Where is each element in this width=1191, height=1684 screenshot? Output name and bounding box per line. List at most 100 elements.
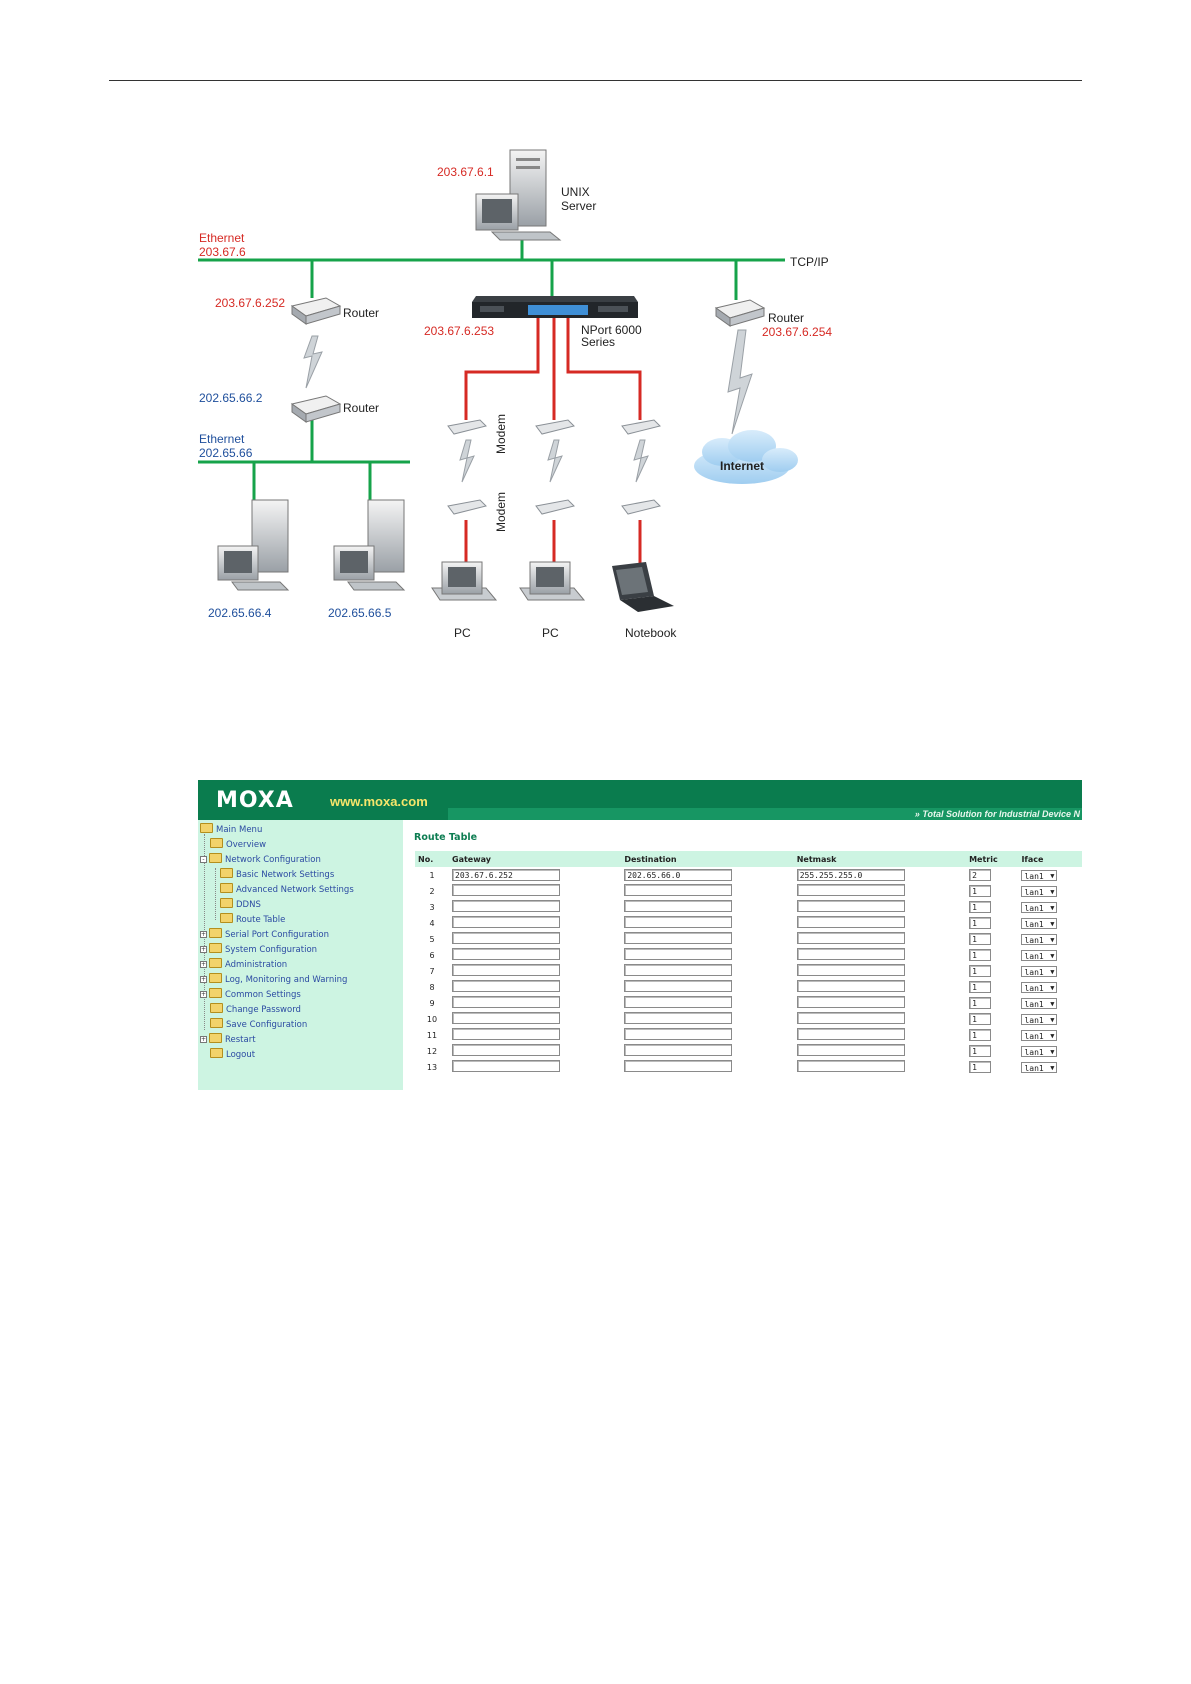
destination-input[interactable] [624, 948, 733, 960]
metric-input[interactable]: 1 [969, 981, 992, 993]
expand-icon[interactable]: + [200, 931, 207, 938]
metric-input[interactable]: 1 [969, 917, 992, 929]
nav-network-configuration[interactable]: - Network Configuration [200, 853, 321, 865]
nav-system-configuration[interactable]: +System Configuration [200, 943, 317, 955]
metric-input[interactable]: 1 [969, 1013, 992, 1025]
iface-select[interactable]: lan1▼ [1021, 1045, 1058, 1057]
expand-icon[interactable]: + [200, 976, 207, 983]
gateway-input[interactable] [452, 932, 560, 944]
destination-input[interactable] [624, 996, 733, 1008]
destination-input[interactable] [624, 980, 733, 992]
destination-input[interactable] [624, 900, 733, 912]
iface-select[interactable]: lan1▼ [1021, 949, 1058, 961]
expand-icon[interactable]: + [200, 961, 207, 968]
gateway-input[interactable] [452, 1028, 560, 1040]
nav-save-configuration[interactable]: Save Configuration [210, 1018, 307, 1030]
iface-select[interactable]: lan1▼ [1021, 981, 1058, 993]
nav-administration[interactable]: +Administration [200, 958, 287, 970]
destination-input[interactable] [624, 884, 733, 896]
destination-input[interactable] [624, 1044, 733, 1056]
destination-input[interactable] [624, 964, 733, 976]
netmask-cell [794, 1011, 966, 1027]
metric-input[interactable]: 1 [969, 1045, 992, 1057]
nav-advanced-network-settings[interactable]: Advanced Network Settings [220, 883, 354, 895]
netmask-input[interactable] [796, 948, 905, 960]
iface-select[interactable]: lan1▼ [1021, 933, 1058, 945]
netmask-input[interactable] [796, 900, 905, 912]
destination-input[interactable] [624, 1060, 733, 1072]
netmask-input[interactable] [796, 1012, 905, 1024]
tagline-text: Total Solution for Industrial Device N [922, 809, 1080, 819]
gateway-input[interactable] [452, 1044, 560, 1056]
gateway-input[interactable] [452, 948, 560, 960]
gateway-input[interactable] [452, 996, 560, 1008]
iface-select[interactable]: lan1▼ [1021, 965, 1058, 977]
netmask-input[interactable] [796, 980, 905, 992]
destination-cell [621, 931, 793, 947]
destination-input[interactable] [624, 1012, 733, 1024]
metric-input[interactable]: 1 [969, 933, 992, 945]
iface-select[interactable]: lan1▼ [1021, 1029, 1058, 1041]
metric-input[interactable]: 2 [969, 869, 992, 881]
gateway-input[interactable] [452, 980, 560, 992]
netmask-input[interactable] [796, 1060, 905, 1072]
nav-ddns[interactable]: DDNS [220, 898, 261, 910]
iface-select[interactable]: lan1▼ [1021, 869, 1058, 881]
netmask-input[interactable] [796, 964, 905, 976]
gateway-input[interactable] [452, 1060, 560, 1072]
netmask-input[interactable] [796, 996, 905, 1008]
netmask-input[interactable]: 255.255.255.0 [796, 869, 905, 881]
metric-input[interactable]: 1 [969, 949, 992, 961]
iface-select[interactable]: lan1▼ [1021, 901, 1058, 913]
expand-icon[interactable]: + [200, 1036, 207, 1043]
collapse-icon[interactable]: - [200, 856, 207, 863]
dropdown-arrow-icon: ▼ [1050, 1031, 1055, 1040]
iface-select[interactable]: lan1▼ [1021, 917, 1058, 929]
gateway-input[interactable]: 203.67.6.252 [452, 869, 560, 881]
iface-select[interactable]: lan1▼ [1021, 885, 1058, 897]
row-number: 4 [429, 918, 435, 928]
netmask-cell [794, 1027, 966, 1043]
gateway-input[interactable] [452, 916, 560, 928]
nav-restart[interactable]: +Restart [200, 1033, 256, 1045]
destination-cell [621, 963, 793, 979]
nav-main-menu[interactable]: Main Menu [200, 823, 262, 835]
nav-route-table[interactable]: Route Table [220, 913, 285, 925]
iface-select[interactable]: lan1▼ [1021, 997, 1058, 1009]
iface-select[interactable]: lan1▼ [1021, 1061, 1058, 1073]
metric-input[interactable]: 1 [969, 885, 992, 897]
destination-input[interactable] [624, 916, 733, 928]
nav-common-settings[interactable]: +Common Settings [200, 988, 301, 1000]
gateway-input[interactable] [452, 900, 560, 912]
nav-label: Network Configuration [225, 855, 321, 865]
gateway-input[interactable] [452, 1012, 560, 1024]
expand-icon[interactable]: + [200, 946, 207, 953]
nav-overview[interactable]: Overview [210, 838, 266, 850]
gateway-cell [449, 979, 621, 995]
metric-input[interactable]: 1 [969, 1061, 992, 1073]
netmask-input[interactable] [796, 884, 905, 896]
metric-input[interactable]: 1 [969, 965, 992, 977]
moxa-site-link[interactable]: www.moxa.com [330, 794, 428, 809]
iface-select[interactable]: lan1▼ [1021, 1013, 1058, 1025]
expand-icon[interactable]: + [200, 991, 207, 998]
destination-input[interactable] [624, 932, 733, 944]
gateway-input[interactable] [452, 964, 560, 976]
netmask-input[interactable] [796, 1044, 905, 1056]
nav-serial-port-configuration[interactable]: +Serial Port Configuration [200, 928, 329, 940]
netmask-input[interactable] [796, 916, 905, 928]
metric-input[interactable]: 1 [969, 997, 992, 1009]
nav-log-monitoring[interactable]: +Log, Monitoring and Warning [200, 973, 347, 985]
gateway-input[interactable] [452, 884, 560, 896]
modem-label-top: Modem [494, 414, 508, 454]
metric-input[interactable]: 1 [969, 901, 992, 913]
netmask-input[interactable] [796, 932, 905, 944]
nav-change-password[interactable]: Change Password [210, 1003, 301, 1015]
destination-input[interactable]: 202.65.66.0 [624, 869, 733, 881]
netmask-input[interactable] [796, 1028, 905, 1040]
nav-basic-network-settings[interactable]: Basic Network Settings [220, 868, 334, 880]
nav-logout[interactable]: Logout [210, 1048, 255, 1060]
metric-input[interactable]: 1 [969, 1029, 992, 1041]
destination-input[interactable] [624, 1028, 733, 1040]
